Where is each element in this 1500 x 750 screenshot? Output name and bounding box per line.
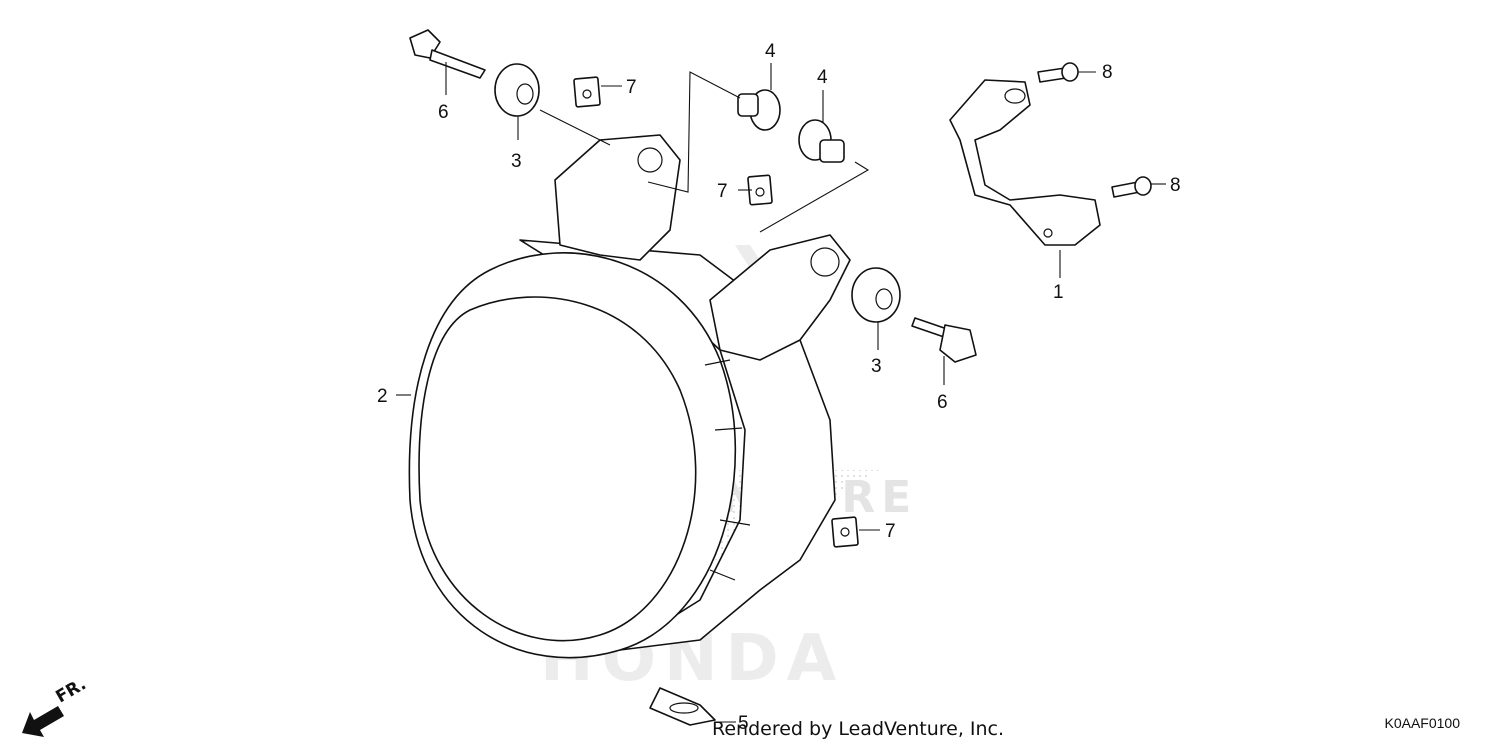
callout-4-lower: 4 xyxy=(817,67,828,88)
part-rubber-cap xyxy=(649,687,716,726)
part-grommet-lower xyxy=(851,267,901,323)
callout-1: 1 xyxy=(1053,282,1064,303)
diagram-code: K0AAF0100 xyxy=(1384,715,1461,731)
callout-7-upper: 7 xyxy=(626,77,637,98)
callout-4-upper: 4 xyxy=(765,41,776,62)
part-collar-lower xyxy=(798,119,845,163)
headlight-upper-mount-right xyxy=(709,234,851,361)
mount-hole-left xyxy=(637,147,663,173)
part-bolt-upper xyxy=(409,29,486,79)
callout-7-lower: 7 xyxy=(885,521,896,542)
part-collar-upper xyxy=(737,89,781,131)
part-clip-nut-middle xyxy=(747,174,773,206)
stay-hole-lower xyxy=(1043,228,1053,238)
part-bolt-lower xyxy=(911,317,977,363)
callout-3-lower: 3 xyxy=(871,356,882,377)
leader-lines xyxy=(396,62,1166,723)
callout-8-lower: 8 xyxy=(1170,175,1181,196)
headlight-lens xyxy=(418,296,697,642)
callout-5: 5 xyxy=(738,713,749,734)
forward-arrow-icon xyxy=(22,706,64,737)
part-screw-upper xyxy=(1037,62,1079,83)
mount-hole-right xyxy=(810,247,840,277)
callout-2: 2 xyxy=(377,386,388,407)
part-headlight-stay xyxy=(949,79,1101,246)
forward-label: FR. xyxy=(53,674,90,707)
callout-3-upper: 3 xyxy=(511,151,522,172)
part-screw-lower xyxy=(1111,176,1152,198)
stay-bracket xyxy=(949,79,1101,246)
callout-6-upper: 6 xyxy=(438,102,449,123)
callout-labels: 1 2 3 3 4 4 5 6 6 7 7 7 8 8 xyxy=(377,41,1181,734)
callout-7-middle: 7 xyxy=(717,181,728,202)
part-headlight-unit xyxy=(408,134,851,659)
callout-8-upper: 8 xyxy=(1102,62,1113,83)
part-clip-nut-lower xyxy=(831,516,859,548)
credit-text: Rendered by LeadVenture, Inc. xyxy=(712,718,1005,740)
alignment-lines xyxy=(539,71,870,233)
stay-hole-upper xyxy=(1004,88,1026,104)
part-grommet-upper xyxy=(494,63,540,117)
headlight-upper-mount-left xyxy=(554,134,681,261)
callout-6-lower: 6 xyxy=(937,392,948,413)
housing-tabs xyxy=(704,359,751,581)
part-clip-nut-upper xyxy=(573,76,601,108)
forward-direction-indicator: FR. xyxy=(22,674,90,737)
